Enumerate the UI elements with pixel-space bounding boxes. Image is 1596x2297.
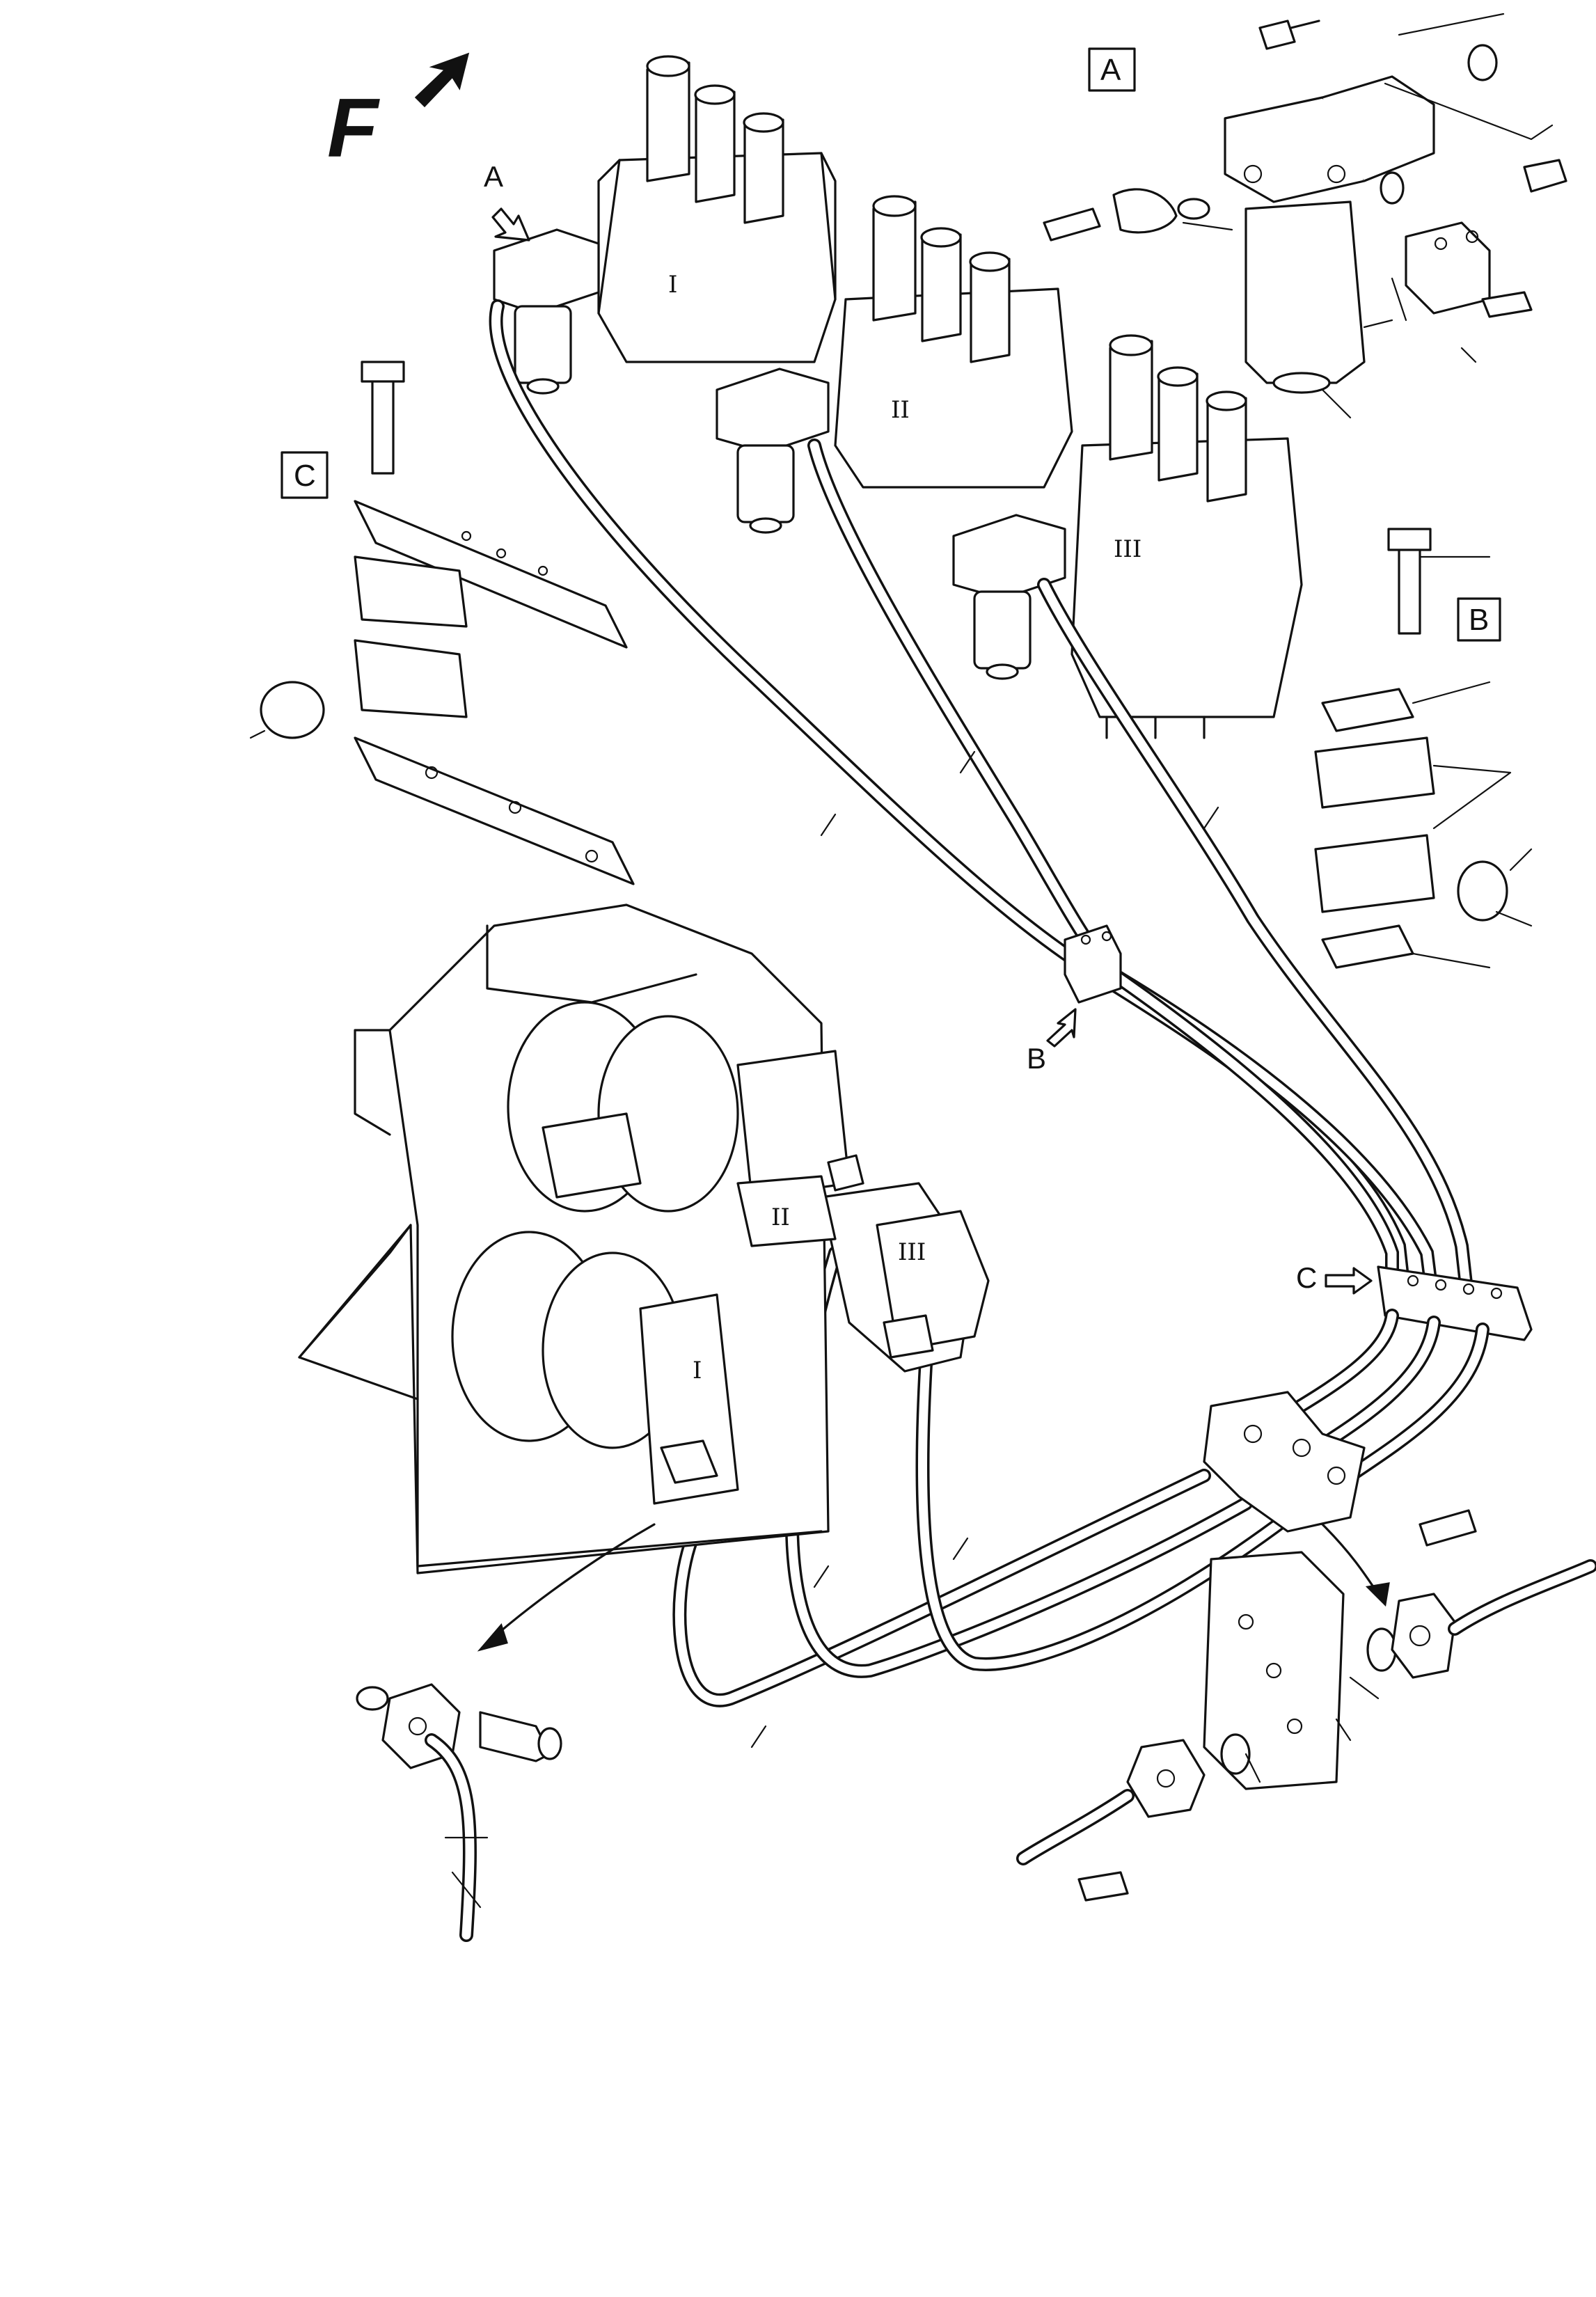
detail-pointer-right <box>1321 1523 1390 1607</box>
detail-view-B: B <box>1314 528 1533 969</box>
detail-arrow-icon <box>477 1623 508 1652</box>
valve-bank-label: II <box>891 396 910 424</box>
detail-box-B <box>1457 597 1501 642</box>
valve-bank-II: II <box>834 195 1073 489</box>
view-pointer-C: C <box>1296 1261 1373 1295</box>
detail-lower-right-fitting <box>1016 1509 1596 1902</box>
valve-bank-label: I <box>668 271 677 299</box>
view-pointer-A: A <box>484 160 530 242</box>
view-pointer-label: C <box>1296 1261 1317 1294</box>
filter-assembly-II <box>716 368 830 534</box>
detail-box-C <box>281 451 329 499</box>
hose-clamp-B <box>1064 924 1122 1004</box>
detail-pointer-left <box>477 1523 656 1652</box>
detail-view-C: C <box>249 361 635 885</box>
detail-box-label: A <box>1100 53 1121 87</box>
filter-assembly-III <box>952 514 1066 680</box>
manifold-flanges <box>1203 1391 1366 1533</box>
motor-label: I <box>693 1357 702 1384</box>
hose-clamp-C <box>1377 1265 1533 1341</box>
detail-view-A: A <box>1043 13 1567 419</box>
detail-arrow-icon <box>1365 1582 1390 1607</box>
view-pointer-label: A <box>484 160 503 193</box>
motor-label: III <box>898 1238 926 1266</box>
valve-bank-III: III <box>1070 334 1303 739</box>
view-pointer-arrow-icon <box>1325 1267 1373 1295</box>
valve-bank-I: I <box>597 55 837 363</box>
orientation-letter: F <box>327 81 380 175</box>
detail-box-label: B <box>1469 603 1489 637</box>
orientation-arrow-icon <box>414 52 470 108</box>
detail-box-A <box>1088 47 1136 92</box>
view-pointer-label: B <box>1027 1042 1046 1075</box>
filter-assembly-I <box>493 228 600 395</box>
orientation-mark: F <box>327 52 470 175</box>
view-pointer-arrow-icon <box>1046 1008 1077 1048</box>
view-pointer-B: B <box>1027 1008 1077 1075</box>
upper-hose-bundle <box>489 299 1476 1316</box>
valve-bank-label: III <box>1114 535 1141 563</box>
detail-lower-left-fitting <box>356 1683 562 1942</box>
motor-label: II <box>771 1203 790 1231</box>
detail-box-label: C <box>294 459 316 493</box>
view-pointer-arrow-icon <box>491 207 530 242</box>
motor-assembly: I II III <box>298 903 990 1574</box>
